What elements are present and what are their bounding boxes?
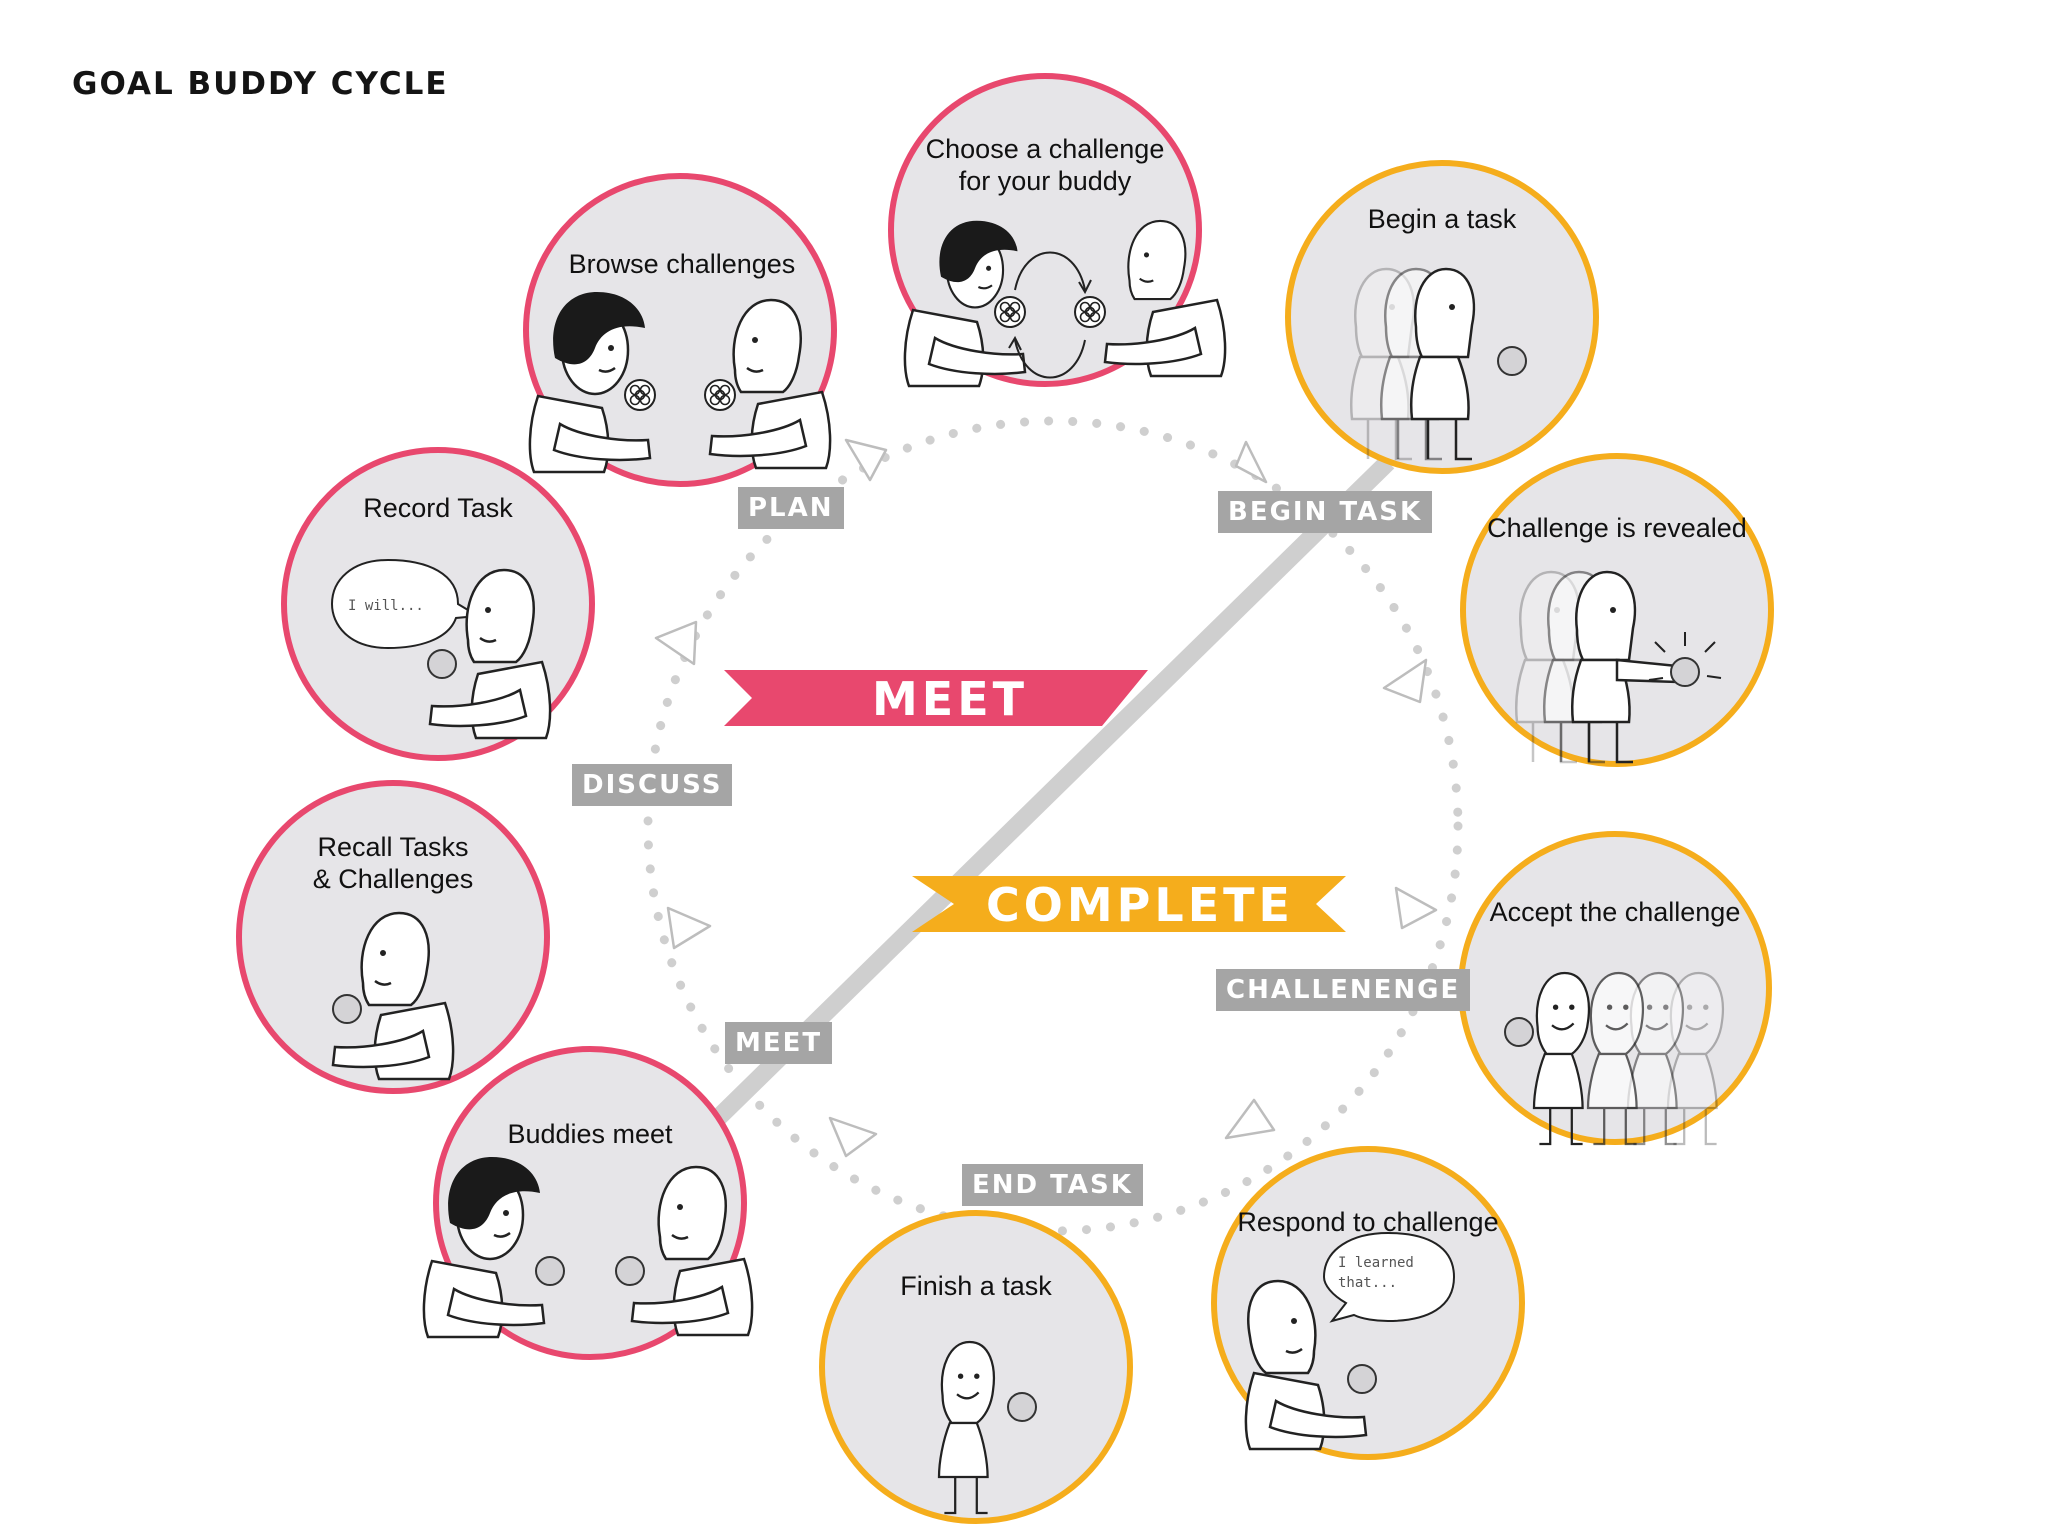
arrow-3 bbox=[1382, 658, 1428, 704]
label-respond-line-1: Respond to challenge bbox=[1237, 1207, 1499, 1237]
step-recall-tasks bbox=[236, 780, 550, 1094]
step-respond-challenge: I learned that... bbox=[1211, 1146, 1525, 1460]
label-accept-line-1: Accept the challenge bbox=[1489, 897, 1741, 927]
direction-arrows bbox=[654, 438, 1438, 1158]
step-accept-challenge bbox=[1458, 831, 1772, 1146]
label-buddies-meet: Buddies meet bbox=[430, 1118, 750, 1150]
meet-banner bbox=[724, 670, 1148, 726]
arrow-2 bbox=[1234, 440, 1268, 484]
label-challenge-revealed: Challenge is revealed bbox=[1457, 512, 1777, 544]
phase-label-begin-task: BEGIN TASK bbox=[1218, 491, 1433, 533]
label-begin-line-1: Begin a task bbox=[1367, 204, 1517, 234]
step-challenge-revealed bbox=[1460, 453, 1774, 767]
step-record-task: I will... bbox=[281, 447, 595, 761]
phase-label-plan: PLAN bbox=[738, 487, 844, 529]
step-browse-challenges bbox=[523, 173, 837, 487]
label-choose-challenge: Choose a challenge for your buddy bbox=[885, 133, 1205, 197]
label-choose-line-1: Choose a challenge bbox=[925, 134, 1165, 164]
step-buddies-meet bbox=[422, 1046, 754, 1360]
step-choose-challenge bbox=[888, 73, 1227, 388]
cycle-path bbox=[643, 416, 1463, 1236]
label-record-task: Record Task bbox=[278, 492, 598, 524]
label-buddies-line-1: Buddies meet bbox=[507, 1119, 673, 1149]
phase-label-end-task: END TASK bbox=[962, 1164, 1143, 1206]
diagonal-divider bbox=[711, 455, 1395, 1125]
label-respond-challenge: Respond to challenge bbox=[1208, 1206, 1528, 1238]
label-recall-line-1: Recall Tasks bbox=[317, 832, 469, 862]
complete-banner bbox=[912, 876, 1346, 932]
label-browse-challenges: Browse challenges bbox=[522, 248, 842, 280]
label-revealed-line-1: Challenge is revealed bbox=[1487, 513, 1747, 543]
arrow-8 bbox=[654, 620, 698, 666]
respond-speech-line-1: I learned bbox=[1338, 1255, 1414, 1271]
arrow-1 bbox=[844, 438, 888, 482]
record-speech-text: I will... bbox=[348, 598, 424, 614]
arrow-6 bbox=[828, 1116, 878, 1158]
meet-banner-text: MEET bbox=[872, 672, 1028, 726]
label-record-line-1: Record Task bbox=[363, 493, 513, 523]
arrow-5 bbox=[1224, 1098, 1276, 1140]
phase-label-discuss: DISCUSS bbox=[572, 764, 733, 806]
step-begin-task bbox=[1285, 160, 1599, 474]
complete-banner-text: COMPLETE bbox=[986, 878, 1294, 932]
phase-label-challenge: CHALLENENGE bbox=[1216, 969, 1471, 1011]
label-finish-task: Finish a task bbox=[816, 1270, 1136, 1302]
page-title: GOAL BUDDY CYCLE bbox=[72, 66, 449, 102]
step-finish-task bbox=[819, 1210, 1133, 1524]
label-browse-line-1: Browse challenges bbox=[568, 249, 796, 279]
phase-label-meet: MEET bbox=[725, 1022, 833, 1064]
label-begin-task: Begin a task bbox=[1282, 203, 1602, 235]
label-choose-line-2: for your buddy bbox=[958, 166, 1132, 196]
arrow-4 bbox=[1394, 886, 1438, 930]
label-finish-line-1: Finish a task bbox=[900, 1271, 1052, 1301]
label-accept-challenge: Accept the challenge bbox=[1455, 896, 1775, 928]
arrow-7 bbox=[666, 906, 712, 950]
respond-speech-line-2: that... bbox=[1338, 1275, 1397, 1291]
label-recall-tasks: Recall Tasks & Challenges bbox=[233, 831, 553, 895]
label-recall-line-2: & Challenges bbox=[312, 864, 474, 894]
